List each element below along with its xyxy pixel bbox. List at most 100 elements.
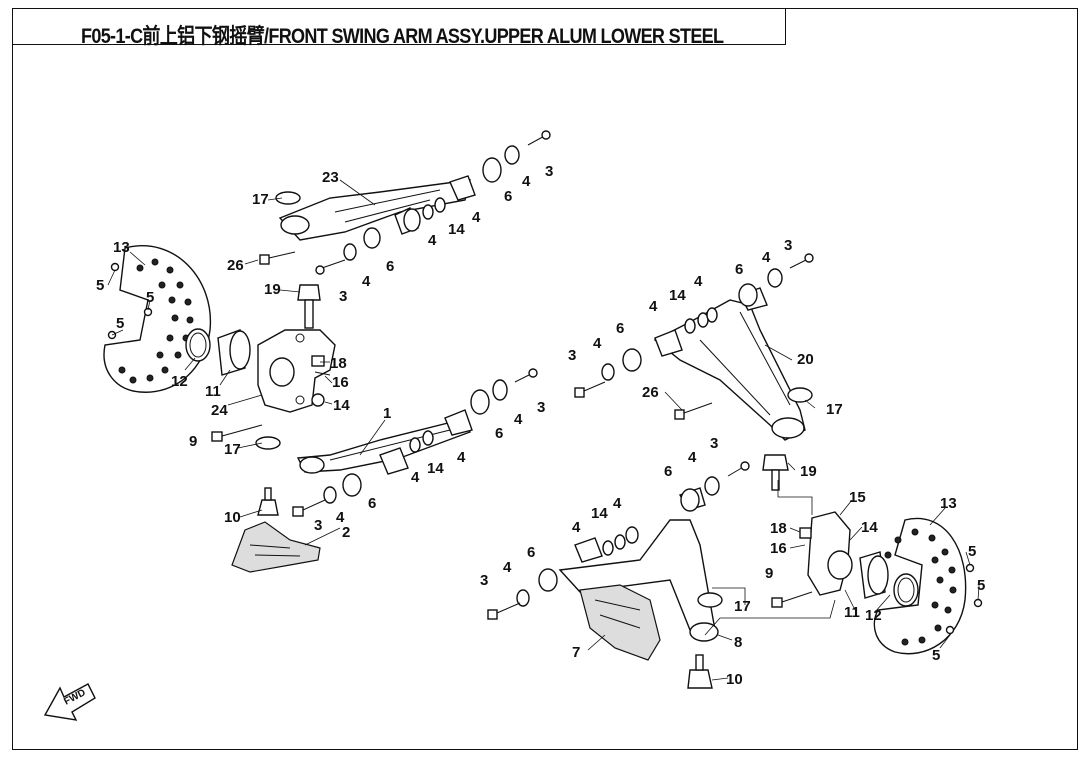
callout-3: 3 xyxy=(545,163,553,180)
skid-plate-right xyxy=(579,584,661,661)
cotter-pin-left xyxy=(314,371,331,376)
bolt-9-left xyxy=(211,424,263,442)
wheel-bearing-right xyxy=(859,551,889,599)
upper-swing-arm-right xyxy=(653,299,806,441)
callout-12: 12 xyxy=(171,373,188,390)
callout-4: 4 xyxy=(572,519,581,536)
ring-17-upper-right xyxy=(787,387,813,403)
callout-26: 26 xyxy=(642,384,659,401)
callout-3: 3 xyxy=(568,347,576,364)
callout-4: 4 xyxy=(522,173,531,190)
lower-swing-arm-right xyxy=(558,519,719,642)
callout-4: 4 xyxy=(593,335,602,352)
callout-13: 13 xyxy=(940,495,957,512)
ball-joint-upper-right xyxy=(762,454,789,491)
callout-17: 17 xyxy=(826,401,843,418)
callout-4: 4 xyxy=(694,273,703,290)
callout-4: 4 xyxy=(762,249,771,266)
callout-15: 15 xyxy=(849,489,866,506)
callout-12: 12 xyxy=(865,607,882,624)
callout-17: 17 xyxy=(252,191,269,208)
callout-11: 11 xyxy=(205,383,221,400)
callout-16: 16 xyxy=(332,374,349,391)
callout-6: 6 xyxy=(735,261,743,278)
callout-14: 14 xyxy=(333,397,350,414)
bushing-upper-left-rear xyxy=(449,145,520,201)
bushings-lower-left xyxy=(323,379,508,504)
callout-10: 10 xyxy=(224,509,241,526)
lock-nut-left xyxy=(311,393,325,407)
callout-4: 4 xyxy=(472,209,481,226)
callout-24: 24 xyxy=(211,402,228,419)
assembly-lines xyxy=(704,480,836,636)
callout-10: 10 xyxy=(726,671,743,688)
callout-19: 19 xyxy=(800,463,817,480)
forward-arrow-icon: FWD xyxy=(43,683,96,721)
callout-17: 17 xyxy=(734,598,751,615)
ring-17-lower-right xyxy=(697,592,723,608)
ring-17-lower-left xyxy=(255,436,281,450)
castle-nut-right xyxy=(799,527,812,539)
upper-swing-arm-left xyxy=(278,179,471,241)
callout-5: 5 xyxy=(116,315,124,332)
callout-20: 20 xyxy=(797,351,814,368)
callout-labels: 1 2 3 3 3 3 3 3 3 3 4 4 4 4 4 4 4 4 4 4 … xyxy=(96,163,985,688)
bushings-upper-right xyxy=(601,268,783,381)
callout-4: 4 xyxy=(336,509,345,526)
callout-9: 9 xyxy=(765,565,773,582)
callout-4: 4 xyxy=(503,559,512,576)
callout-16: 16 xyxy=(770,540,787,557)
callout-1: 1 xyxy=(383,405,391,422)
callout-6: 6 xyxy=(527,544,535,561)
bolts-upper-left xyxy=(259,130,551,275)
callout-19: 19 xyxy=(264,281,281,298)
callout-4: 4 xyxy=(411,469,420,486)
callout-3: 3 xyxy=(480,572,488,589)
callout-4: 4 xyxy=(613,495,622,512)
callout-3: 3 xyxy=(537,399,545,416)
callout-5: 5 xyxy=(96,277,104,294)
callout-18: 18 xyxy=(770,520,787,537)
callout-7: 7 xyxy=(572,644,580,661)
callout-17: 17 xyxy=(224,441,241,458)
callout-4: 4 xyxy=(428,232,437,249)
bushing-upper-left-front xyxy=(363,207,421,249)
callout-14: 14 xyxy=(591,505,608,522)
seal-ring-right xyxy=(893,573,919,607)
bolt-9-right xyxy=(771,591,813,608)
callout-3: 3 xyxy=(784,237,792,254)
title-box: F05-1-C前上铝下钢摇臂/FRONT SWING ARM ASSY.UPPE… xyxy=(12,8,786,48)
bolts-lower-left xyxy=(292,368,538,517)
callout-14: 14 xyxy=(427,460,444,477)
callout-3: 3 xyxy=(710,435,718,452)
callout-14: 14 xyxy=(669,287,686,304)
callout-14: 14 xyxy=(448,221,465,238)
callout-3: 3 xyxy=(314,517,322,534)
callout-9: 9 xyxy=(189,433,197,450)
steering-knuckle-right xyxy=(807,511,853,596)
callout-6: 6 xyxy=(504,188,512,205)
callout-6: 6 xyxy=(664,463,672,480)
callout-11: 11 xyxy=(844,604,860,621)
ring-17-upper-left xyxy=(275,191,301,205)
callout-4: 4 xyxy=(514,411,523,428)
leader-lines xyxy=(107,179,980,681)
steering-knuckle-left xyxy=(257,329,336,413)
callout-6: 6 xyxy=(368,495,376,512)
brake-disc-right xyxy=(873,517,967,655)
callout-14: 14 xyxy=(861,519,878,536)
callout-8: 8 xyxy=(734,634,742,651)
callout-5: 5 xyxy=(968,543,976,560)
ball-joint-upper-left xyxy=(297,284,321,329)
callout-6: 6 xyxy=(616,320,624,337)
page-title: F05-1-C前上铝下钢摇臂/FRONT SWING ARM ASSY.UPPE… xyxy=(81,25,724,48)
castle-nut-left xyxy=(311,355,325,367)
callout-5: 5 xyxy=(977,577,985,594)
ball-joint-lower-left xyxy=(257,487,279,516)
callout-4: 4 xyxy=(457,449,466,466)
callout-13: 13 xyxy=(113,239,130,256)
bolts-upper-right xyxy=(574,253,814,420)
bushings-lower-right xyxy=(516,476,720,607)
skid-plate-left xyxy=(231,521,321,573)
